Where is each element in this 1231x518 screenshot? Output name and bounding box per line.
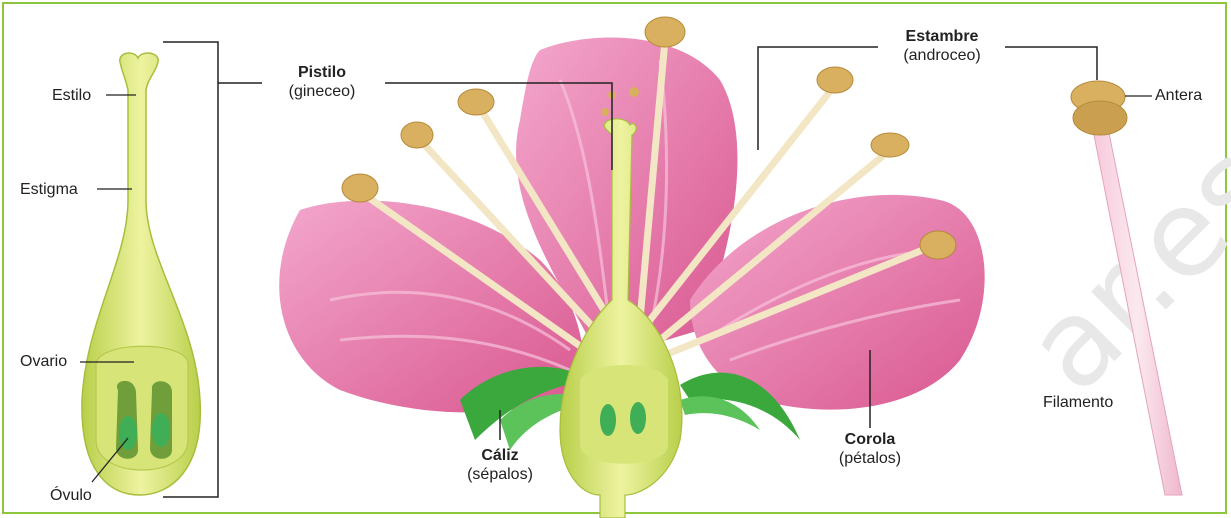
label-pistilo: Pistilo (gineceo) — [289, 63, 356, 101]
estambre-leader-left — [758, 47, 878, 150]
label-ovulo: Óvulo — [50, 486, 92, 505]
isolated-pistil — [82, 53, 200, 495]
label-estambre: Estambre (androceo) — [903, 27, 980, 65]
label-corola-sub: (pétalos) — [839, 449, 901, 468]
label-corola: Corola (pétalos) — [839, 430, 901, 468]
label-pistilo-title: Pistilo — [289, 63, 356, 82]
label-ovario: Ovario — [20, 352, 67, 371]
label-estilo: Estilo — [52, 86, 91, 105]
label-estigma: Estigma — [20, 180, 78, 199]
label-filamento: Filamento — [1043, 393, 1113, 412]
label-antera: Antera — [1155, 86, 1202, 105]
isolated-stamen — [1071, 81, 1182, 495]
label-corola-title: Corola — [839, 430, 901, 449]
label-caliz-sub: (sépalos) — [467, 465, 533, 484]
label-estambre-title: Estambre — [903, 27, 980, 46]
label-estambre-sub: (androceo) — [903, 46, 980, 65]
label-pistilo-sub: (gineceo) — [289, 82, 356, 101]
label-caliz: Cáliz (sépalos) — [467, 446, 533, 484]
estambre-leader-right — [1005, 47, 1097, 80]
label-caliz-title: Cáliz — [467, 446, 533, 465]
